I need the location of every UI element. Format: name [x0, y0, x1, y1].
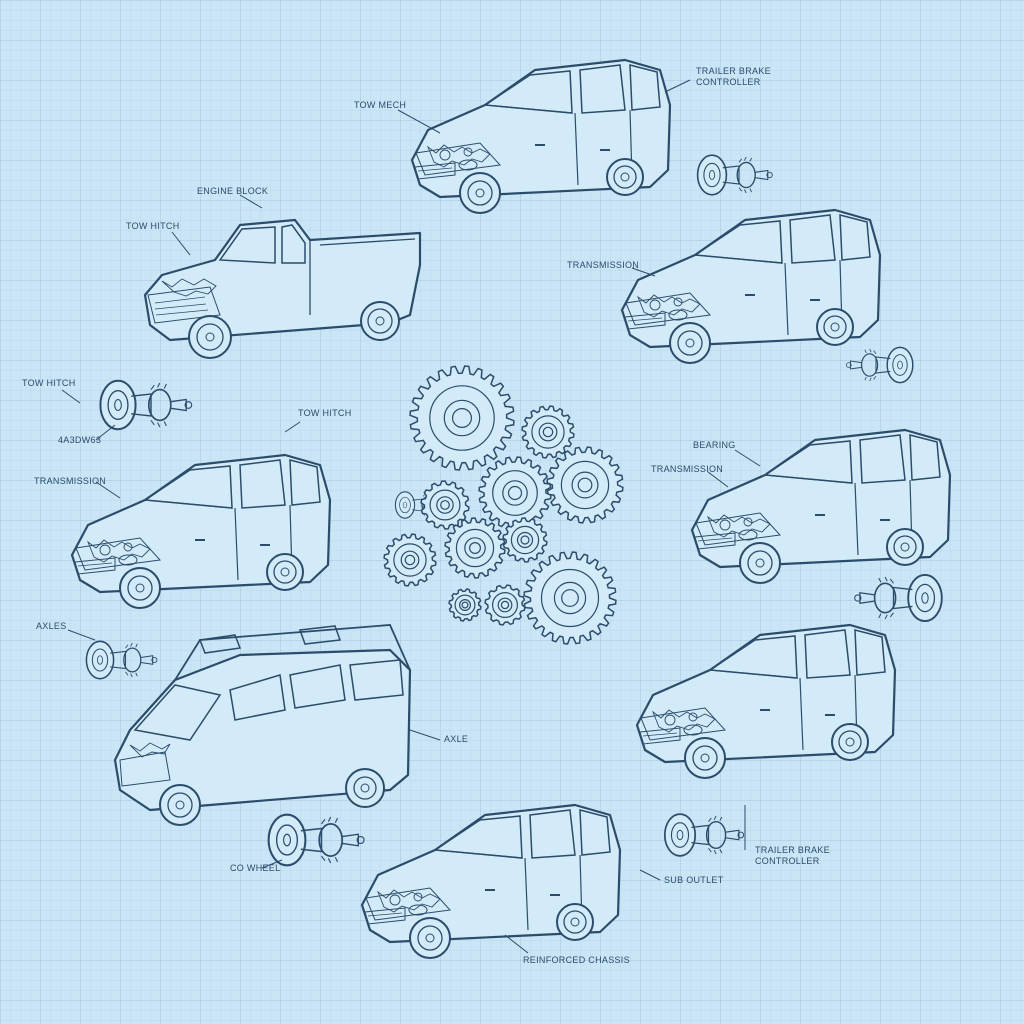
label-axles: AXLES — [36, 621, 67, 631]
cargo-van — [113, 623, 412, 827]
gear-small-top-right — [521, 405, 575, 459]
label-controller-top: CONTROLLER — [696, 77, 761, 87]
gear-tiny-bottom — [448, 588, 482, 622]
minivan-right-middle — [690, 428, 952, 585]
label-trailer-brake: TRAILER BRAKE — [696, 66, 771, 76]
label-sub-outlet: SUB OUTLET — [664, 875, 724, 885]
gear-lower-left — [383, 533, 437, 587]
minivan-right-lower — [635, 623, 897, 780]
leader-lines — [61, 79, 761, 954]
gear-right — [546, 446, 624, 524]
label-tow-mech: TOW MECH — [354, 100, 407, 110]
label-transmission-left: TRANSMISSION — [34, 476, 107, 486]
label-controller-lower: CONTROLLER — [755, 856, 820, 866]
minivan-top-center — [410, 58, 672, 215]
gear-center — [478, 456, 552, 530]
axle-part-left — [99, 379, 193, 431]
gear-small-center — [502, 517, 548, 563]
label-transmission-right-2: TRANSMISSION — [651, 464, 724, 474]
gear-large-bottom — [523, 551, 617, 645]
label-bearing: BEARING — [693, 440, 736, 450]
axle-part-right-middle — [853, 573, 943, 623]
gear-cluster — [383, 365, 624, 645]
label-axle-van: AXLE — [444, 734, 469, 744]
label-axle-code: 4A3DW63 — [58, 435, 102, 445]
minivan-bottom-center — [360, 803, 622, 960]
gear-large-top — [409, 365, 515, 471]
label-co-wheel: CO WHEEL — [230, 863, 281, 873]
label-trailer-brake-lower: TRAILER BRAKE — [755, 845, 830, 855]
label-reinforced-chassis: REINFORCED CHASSIS — [523, 955, 630, 965]
label-engine-block: ENGINE BLOCK — [197, 186, 269, 196]
label-tow-hitch-truck: TOW HITCH — [126, 221, 180, 231]
axle-part-bottom-right — [663, 813, 745, 857]
gear-middle — [444, 517, 506, 579]
minivan-right-upper — [620, 208, 882, 365]
axle-part-right-upper — [845, 346, 914, 384]
minivan-left-middle — [70, 453, 332, 610]
gear-small-bottom — [484, 584, 526, 626]
axle-part-left-lower — [85, 640, 158, 680]
label-transmission-right: TRANSMISSION — [567, 260, 640, 270]
pickup-truck — [143, 218, 422, 360]
axle-part-top-right — [696, 154, 774, 196]
label-tow-hitch-left: TOW HITCH — [22, 378, 76, 388]
label-tow-hitch-center: TOW HITCH — [298, 408, 352, 418]
axle-part-bottom-left — [267, 813, 366, 867]
